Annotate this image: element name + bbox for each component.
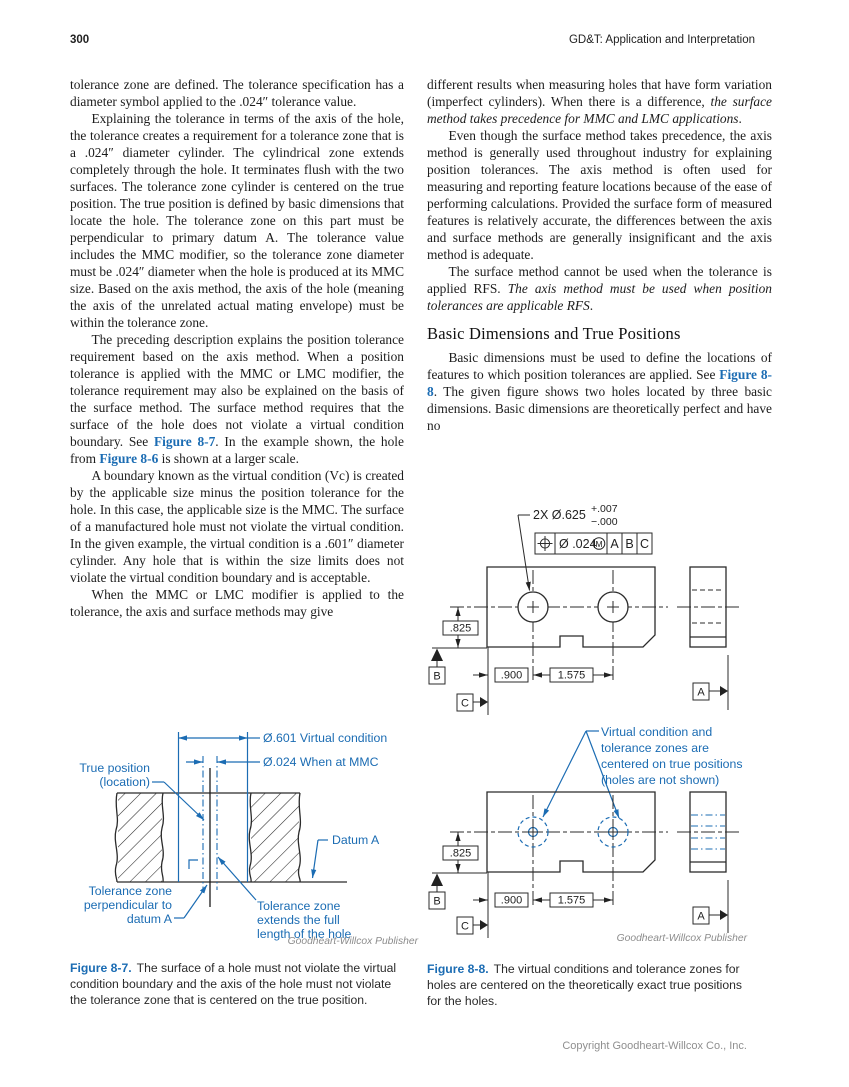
datum-b-symbol: B (428, 648, 446, 685)
note-leader-left (542, 730, 587, 818)
datum-a-symbol: A (692, 880, 729, 933)
figure-8-8-reference: Figure 8-8 (427, 367, 772, 399)
datum-c-symbol: C (456, 872, 489, 938)
virtual-condition-label: Ø.601 Virtual condition (263, 731, 387, 745)
tolerance-plus: +.007 (591, 503, 618, 515)
fig88-top-drawing: 2X Ø.625 +.007 −.000 Ø .024 (428, 503, 739, 715)
perp-leader (183, 884, 208, 919)
svg-text:A: A (697, 911, 705, 923)
copyright-line: Copyright Goodheart-Willcox Co., Inc. (562, 1040, 747, 1052)
running-head: GD&T: Application and Interpretation (568, 34, 755, 46)
fcf-datum-1: A (610, 537, 619, 551)
publisher-credit: Goodheart-Willcox Publisher (617, 933, 748, 944)
tolerance-minus: −.000 (591, 516, 618, 528)
perp-label-line1: Tolerance zone (89, 884, 173, 898)
datum-a-label: Datum A (332, 833, 380, 847)
hole-surface-left (160, 792, 165, 883)
figure-8-7-drawing: Ø.601 Virtual condition Ø.024 When at MM… (79, 731, 419, 947)
left-section-hatch (118, 793, 162, 882)
part-outline (486, 566, 656, 648)
dim-825: .825 (450, 848, 471, 860)
callout-leader (517, 514, 531, 591)
figure-8-7-caption: Figure 8-7.The surface of a hole must no… (70, 961, 397, 1007)
svg-text:A: A (697, 687, 705, 699)
broken-edge-left (114, 792, 119, 883)
paragraph: different results when measuring holes t… (427, 77, 772, 126)
perp-label-line3: datum A (127, 912, 173, 926)
dim-1575: 1.575 (558, 895, 586, 907)
mmc-modifier-icon: M (592, 537, 606, 550)
publisher-credit: Goodheart-Willcox Publisher (288, 936, 419, 947)
paragraph: Even though the surface method takes pre… (427, 128, 772, 262)
svg-text:M: M (595, 539, 602, 549)
datum-a-symbol: A (692, 655, 729, 710)
paragraph: When the MMC or LMC modifier is applied … (70, 587, 404, 619)
svg-text:B: B (433, 671, 440, 683)
dim-1575: 1.575 (558, 670, 586, 682)
note-line3: centered on true positions (601, 757, 743, 771)
fcf-datum-2: B (625, 537, 633, 551)
figure-8-7-caption-label: Figure 8-7. (70, 961, 132, 976)
paragraph: A boundary known as the virtual conditio… (70, 468, 404, 585)
dim-box (442, 845, 479, 861)
right-column: different results when measuring holes t… (427, 76, 772, 434)
figure-8-7-reference: Figure 8-7 (153, 434, 216, 449)
part-outline (486, 791, 656, 873)
extent-leader (217, 856, 257, 901)
figure-8-8: 2X Ø.625 +.007 −.000 Ø .024 (425, 500, 789, 948)
note-line4: (holes are not shown) (601, 773, 719, 787)
svg-text:B: B (433, 896, 440, 908)
true-position-label-line2: (location) (99, 775, 150, 789)
broken-edge-right (297, 792, 302, 883)
true-position-leader (163, 781, 205, 821)
extent-label-line1: Tolerance zone (257, 899, 341, 913)
paragraph: Explaining the tolerance in terms of the… (70, 111, 404, 330)
side-view (677, 791, 739, 873)
section-heading: Basic Dimensions and True Positions (427, 324, 681, 343)
feature-control-frame: Ø .024 M A B C (534, 532, 653, 555)
right-angle-mark (188, 859, 198, 869)
fig88-bottom-drawing: Virtual condition and tolerance zones ar… (428, 725, 748, 944)
datum-a-leader (311, 839, 319, 879)
tolerance-zone-left (517, 816, 549, 848)
dim-900: .900 (501, 895, 522, 907)
tolerance-zone-right (597, 816, 629, 848)
hole-surface-right (248, 792, 253, 883)
paragraph: The surface method cannot be used when t… (427, 264, 772, 313)
right-section-hatch (251, 793, 299, 882)
note-line1: Virtual condition and (601, 725, 712, 739)
extent-label-line3: length of the hole (257, 927, 352, 941)
paragraph: Basic dimensions must be used to define … (427, 350, 772, 433)
extent-label-line2: extends the full (257, 913, 340, 927)
dim-box (494, 892, 529, 908)
dim-box (442, 620, 479, 636)
figure-8-6-reference: Figure 8-6 (99, 451, 159, 466)
side-view (677, 566, 739, 648)
figure-8-8-drawing: 2X Ø.625 +.007 −.000 Ø .024 (428, 503, 748, 944)
svg-text:C: C (461, 921, 469, 933)
figure-8-8-caption-label: Figure 8-8. (427, 962, 489, 977)
true-position-label-line1: True position (79, 761, 150, 775)
paragraph: The preceding description explains the p… (70, 332, 404, 466)
datum-b-symbol: B (428, 873, 446, 910)
figure-8-8-caption: Figure 8-8.The virtual conditions and to… (427, 962, 743, 1008)
fcf-tolerance: Ø .024 (559, 537, 597, 551)
dim-900: .900 (501, 670, 522, 682)
dim-825: .825 (450, 623, 471, 635)
mmc-label: Ø.024 When at MMC (263, 755, 379, 769)
perp-label-line2: perpendicular to (84, 898, 172, 912)
datum-c-symbol: C (456, 647, 489, 715)
figure-8-7: Ø.601 Virtual condition Ø.024 When at MM… (60, 718, 422, 948)
note-line2: tolerance zones are (601, 741, 709, 755)
page-number: 300 (70, 34, 90, 46)
hole-callout: 2X Ø.625 (533, 508, 586, 522)
svg-text:C: C (461, 698, 469, 710)
paragraph: tolerance zone are defined. The toleranc… (70, 77, 404, 109)
position-symbol-icon (537, 536, 553, 551)
left-column: tolerance zone are defined. The toleranc… (70, 76, 404, 620)
fcf-datum-3: C (640, 537, 649, 551)
dim-box (494, 667, 529, 683)
